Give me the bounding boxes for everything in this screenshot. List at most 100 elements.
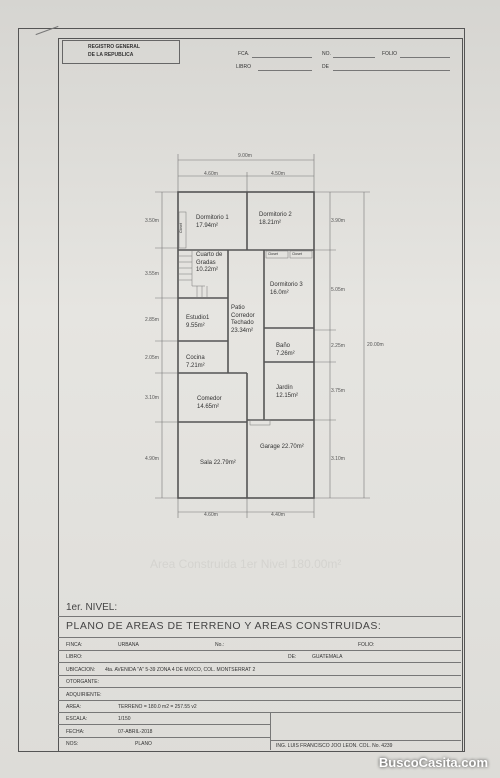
room-bano: Baño 7.26m² xyxy=(276,343,295,358)
libro-line xyxy=(258,70,312,71)
registry-line1: REGISTRO GENERAL xyxy=(88,44,140,50)
room-gradas-area: 10.22m² xyxy=(196,267,219,273)
ubicacion-label: UBICACION: xyxy=(66,667,96,673)
closet2-shape xyxy=(265,250,289,259)
dim-right-2: 5.05m xyxy=(331,287,345,293)
room-dormitorio1: Dormitorio 1 17.94m² xyxy=(196,215,229,230)
libro-field-label: LIBRO: xyxy=(66,654,83,660)
plan-title: PLANO DE AREAS DE TERRENO Y AREAS CONSTR… xyxy=(66,620,382,632)
stairs xyxy=(179,251,208,297)
room-comedor-area: 14.65m² xyxy=(197,403,220,410)
room-gradas-name: Cuarto de xyxy=(196,252,223,258)
garage-step xyxy=(249,419,271,426)
de-line xyxy=(333,70,450,71)
room-garage: Garage 22.70m² xyxy=(260,444,304,450)
row-line xyxy=(58,650,461,651)
adquiriente-label: ADQUIRIENTE: xyxy=(66,692,102,698)
room-dormitorio1-area: 17.94m² xyxy=(196,222,219,229)
title-top-line xyxy=(58,616,461,617)
room-dormitorio3-area: 16.0m² xyxy=(270,289,289,296)
room-comedor-name: Comedor xyxy=(197,396,222,402)
nivel-heading: 1er. NIVEL: xyxy=(66,602,118,613)
room-estudio-area: 9.55m² xyxy=(186,322,205,329)
room-dormitorio1-name: Dormitorio 1 xyxy=(196,215,229,221)
room-patio-area: 23.34m² xyxy=(231,327,254,334)
room-cocina-name: Cocina xyxy=(186,355,205,361)
fca-label: FCA. xyxy=(238,51,250,57)
room-jardin: Jardín 12.15m² xyxy=(276,385,298,400)
room-bano-name: Baño xyxy=(276,343,291,349)
escala-label: ESCALA: xyxy=(66,716,88,722)
dim-left-1: 3.50m xyxy=(145,218,159,224)
closet3-label: Closet xyxy=(292,252,302,256)
row-line xyxy=(58,687,461,688)
folio-line xyxy=(400,57,450,58)
closet1-shape xyxy=(178,211,187,249)
title-bottom-line xyxy=(58,637,461,638)
closet2-label: Closet xyxy=(268,252,278,256)
no-label: NO. xyxy=(322,51,331,57)
registry-box xyxy=(62,40,180,64)
dim-left-3: 2.85m xyxy=(145,317,159,323)
room-dormitorio2: Dormitorio 2 18.21m² xyxy=(259,212,292,227)
dim-bottom-left-text: 4.60m xyxy=(204,512,218,518)
dim-right-1: 3.90m xyxy=(331,218,345,224)
dim-bottom-right-text: 4.40m xyxy=(271,512,285,518)
escala-value: 1/150 xyxy=(118,716,131,722)
room-patio-name2: Corredor xyxy=(231,312,255,319)
room-sala: Sala 22.79m² xyxy=(200,460,236,466)
fecha-value: 07-ABRIL-2018 xyxy=(118,729,153,735)
engineer-signature: ING. LUIS FRANCISCO JOO LEON. COL. No. 4… xyxy=(276,743,393,749)
dim-right-5: 3.10m xyxy=(331,456,345,462)
area-value: TERRENO = 180.0 m2 = 257.55 v2 xyxy=(118,704,197,710)
row-line xyxy=(58,700,461,701)
registry-line2: DE LA REPUBLICA xyxy=(88,52,134,58)
nos-value: PLANO xyxy=(135,741,152,747)
row-line xyxy=(58,662,461,663)
ubicacion-value: 4ta. AVENIDA "A" 5-39 ZONA 4 DE MIXCO, C… xyxy=(105,667,256,673)
room-dormitorio3-name: Dormitorio 3 xyxy=(270,282,303,288)
room-comedor: Comedor 14.65m² xyxy=(197,396,222,411)
row-line xyxy=(58,712,461,713)
fca-line xyxy=(252,57,312,58)
otorgante-label: OTORGANTE: xyxy=(66,679,99,685)
room-jardin-area: 12.15m² xyxy=(276,392,299,399)
signature-line xyxy=(270,740,461,741)
room-dormitorio2-area: 18.21m² xyxy=(259,219,282,226)
dim-top-left-text: 4.60m xyxy=(204,171,218,177)
libro-label: LIBRO xyxy=(236,64,252,70)
room-gradas: Cuarto de Gradas 10.22m² xyxy=(196,252,222,275)
de-label: DE xyxy=(322,64,329,70)
room-jardin-name: Jardín xyxy=(276,385,293,391)
brand-watermark: BuscoCasita.com xyxy=(378,755,488,770)
row-line xyxy=(58,675,461,676)
closet3-shape xyxy=(289,250,313,259)
room-patio-name3: Techado xyxy=(231,320,254,326)
room-estudio-name: Estudio1 xyxy=(186,315,210,321)
fecha-label: FECHA: xyxy=(66,729,85,735)
dim-top-total-text: 9.00m xyxy=(238,153,252,159)
finca-value: URBANA xyxy=(118,642,139,648)
room-patio: Patio Corredor Techado 23.34m² xyxy=(231,305,255,335)
dim-right-3: 2.25m xyxy=(331,343,345,349)
closet1-label: Closet xyxy=(178,223,183,233)
finca-label: FINCA: xyxy=(66,642,83,648)
no-line xyxy=(333,57,375,58)
room-dormitorio2-name: Dormitorio 2 xyxy=(259,212,292,218)
dim-left-6: 4.90m xyxy=(145,456,159,462)
outer-walls xyxy=(177,191,315,499)
nos-label: NOS: xyxy=(66,741,79,747)
no-field-label: No.: xyxy=(215,642,225,648)
room-gradas-name2: Gradas xyxy=(196,259,216,266)
dim-left-5: 3.10m xyxy=(145,395,159,401)
room-estudio: Estudio1 9.55m² xyxy=(186,315,209,330)
room-dormitorio3: Dormitorio 3 16.0m² xyxy=(270,282,303,297)
inner-frame xyxy=(58,38,463,752)
room-cocina: Cocina 7.21m² xyxy=(186,355,205,370)
area-label: AREA: xyxy=(66,704,82,710)
folio-label: FOLIO xyxy=(382,51,398,57)
room-patio-name: Patio xyxy=(231,305,245,311)
row-line xyxy=(58,724,270,725)
dim-left-2: 3.55m xyxy=(145,271,159,277)
